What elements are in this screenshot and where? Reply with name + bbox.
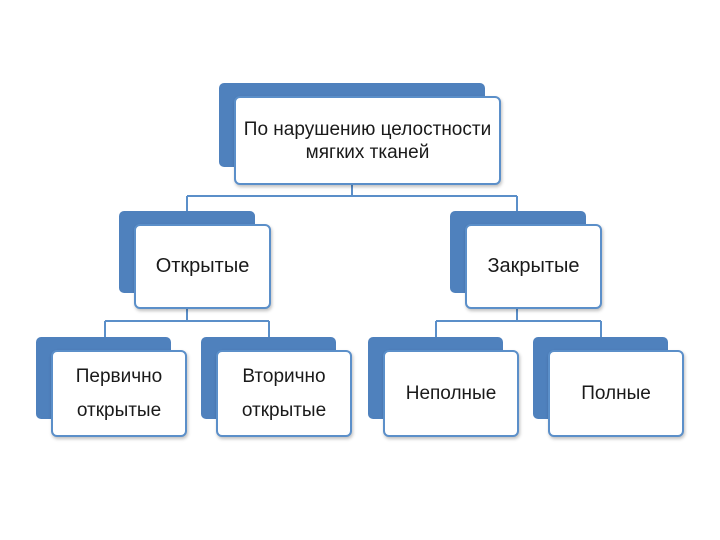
node-secondary-open: Вторично открытые [201,337,352,437]
node-incomplete: Неполные [368,337,519,437]
node-closed-box: Закрытые [465,224,602,309]
node-secondary-open-label: Вторично открытые [241,365,327,421]
node-incomplete-box: Неполные [383,350,519,437]
node-open: Открытые [119,211,271,309]
node-open-label: Открытые [155,255,250,277]
root-node-box: По нарушению целостности мягких тканей [234,96,501,185]
node-complete: Полные [533,337,684,437]
node-open-box: Открытые [134,224,271,309]
node-closed: Закрытые [450,211,602,309]
node-primary-open-box: Первично открытые [51,350,187,437]
node-incomplete-label: Неполные [405,382,497,404]
node-closed-label: Закрытые [487,255,580,277]
node-complete-label: Полные [581,382,651,404]
root-node: По нарушению целостности мягких тканей [219,83,501,185]
node-primary-open-label: Первично открытые [75,365,163,421]
root-node-label: По нарушению целостности мягких тканей [243,118,492,163]
node-complete-box: Полные [548,350,684,437]
node-primary-open: Первично открытые [36,337,187,437]
node-secondary-open-box: Вторично открытые [216,350,352,437]
